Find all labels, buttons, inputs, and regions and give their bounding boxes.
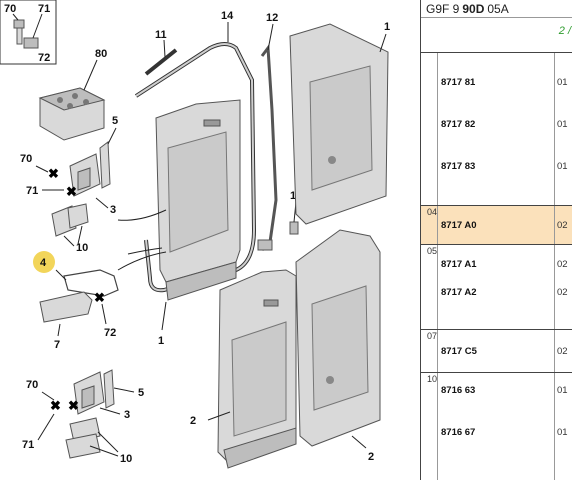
- label-5: 5: [138, 387, 144, 399]
- part-qty: 02: [557, 287, 568, 298]
- table-row[interactable]: 8716 67 01: [441, 427, 571, 441]
- part-qty: 02: [557, 259, 568, 270]
- cross-marker-icon: ✖: [48, 166, 59, 181]
- label-10: 10: [120, 453, 132, 465]
- connector-block-80: 80: [38, 48, 107, 141]
- table-group: 8717 81 01 8717 82 01 8717 83 01: [421, 53, 572, 206]
- part-ref: 8716 67: [441, 427, 476, 438]
- label-70: 70: [26, 379, 38, 391]
- label-3: 3: [124, 409, 130, 421]
- upper-door-1: 1: [155, 99, 241, 347]
- table-row[interactable]: 8717 C5 02: [441, 346, 571, 360]
- cross-marker-icon: ✖: [50, 398, 61, 413]
- header-prefix: G9F 9: [426, 1, 460, 16]
- cross-marker-icon: ✖: [66, 184, 77, 199]
- label-14: 14: [221, 10, 234, 22]
- group-number: 10: [427, 374, 438, 384]
- table-group: 10 8716 63 01 8716 67 01: [421, 373, 572, 480]
- upper-hinge-assembly: ✖ ✖ 70 71 5 3 10: [20, 115, 167, 254]
- label-70: 70: [4, 3, 16, 15]
- label-3: 3: [110, 204, 116, 216]
- cross-marker-icon: ✖: [94, 290, 105, 305]
- table-group: 07 8717 C5 02: [421, 330, 572, 373]
- group-number: 05: [427, 246, 438, 256]
- page-indicator: 2 /: [558, 25, 571, 37]
- label-7: 7: [54, 339, 60, 351]
- hinge-4-assembly: 4 7 ✖ 72: [33, 251, 167, 351]
- table-group: 05 8717 A1 02 8717 A2 02: [421, 245, 572, 330]
- label-72: 72: [104, 327, 116, 339]
- parts-diagram: 70 71 72 80 11 14 12 13: [0, 0, 390, 469]
- part-qty: 01: [557, 77, 568, 88]
- cable-12: 12: [257, 12, 278, 252]
- label-1-right: 1: [384, 21, 390, 33]
- label-70: 70: [20, 153, 32, 165]
- header-bold: 90D: [462, 1, 485, 16]
- header-suffix: 05A: [487, 1, 509, 16]
- part-qty: 02: [557, 346, 568, 357]
- table-subheader: 2 /: [421, 18, 572, 53]
- table-row[interactable]: 8717 A1 02: [441, 259, 571, 273]
- seal-14: 14: [134, 10, 257, 293]
- label-11: 11: [155, 29, 167, 41]
- table-row[interactable]: 8717 82 01: [441, 119, 571, 133]
- label-1-upper: 1: [158, 335, 164, 347]
- lower-left-door-2: 2: [190, 269, 297, 469]
- parts-reference-table: G9F 9 90D 05A 2 / 8717 81 01 8717 82 01 …: [420, 0, 572, 480]
- label-10: 10: [76, 242, 88, 254]
- part-ref: 8717 81: [441, 77, 476, 88]
- label-2-left: 2: [190, 415, 196, 427]
- cross-marker-icon: ✖: [68, 398, 79, 413]
- table-row[interactable]: 8717 83 01: [441, 161, 571, 175]
- table-group-selected: 04 8717 A0 02: [421, 206, 572, 245]
- label-4: 4: [40, 257, 47, 269]
- label-72: 72: [38, 52, 50, 64]
- part-ref: 8716 63: [441, 385, 476, 396]
- part-qty: 01: [557, 385, 568, 396]
- group-number: 07: [427, 331, 438, 341]
- label-71: 71: [22, 439, 34, 451]
- table-row[interactable]: 8717 A0 02: [441, 220, 571, 234]
- part-ref: 8717 83: [441, 161, 476, 172]
- label-80: 80: [95, 48, 107, 60]
- seal-11: 11: [144, 29, 178, 76]
- part-ref: 8717 A2: [441, 287, 477, 298]
- group-number: 04: [427, 207, 438, 217]
- part-ref: 8717 C5: [441, 346, 477, 357]
- part-qty: 01: [557, 119, 568, 130]
- table-row[interactable]: 8717 A2 02: [441, 287, 571, 301]
- part-ref: 8717 82: [441, 119, 476, 130]
- part-qty: 01: [557, 161, 568, 172]
- label-5: 5: [112, 115, 118, 127]
- label-71: 71: [38, 3, 50, 15]
- part-qty: 02: [557, 220, 568, 231]
- label-2-right: 2: [368, 451, 374, 463]
- screw-inset: 70 71 72: [0, 0, 57, 65]
- top-right-door-1: 1: [289, 21, 390, 225]
- part-qty: 01: [557, 427, 568, 438]
- label-71: 71: [26, 185, 38, 197]
- lower-right-door-2: 2: [295, 229, 381, 463]
- part-ref: 8717 A0: [441, 220, 477, 231]
- table-row[interactable]: 8717 81 01: [441, 77, 571, 91]
- table-header: G9F 9 90D 05A: [421, 0, 572, 18]
- lower-hinge-assembly: ✖ ✖ 70 5 71 3 10: [22, 369, 144, 465]
- part-ref: 8717 A1: [441, 259, 477, 270]
- label-12: 12: [266, 12, 278, 24]
- table-row[interactable]: 8716 63 01: [441, 385, 571, 399]
